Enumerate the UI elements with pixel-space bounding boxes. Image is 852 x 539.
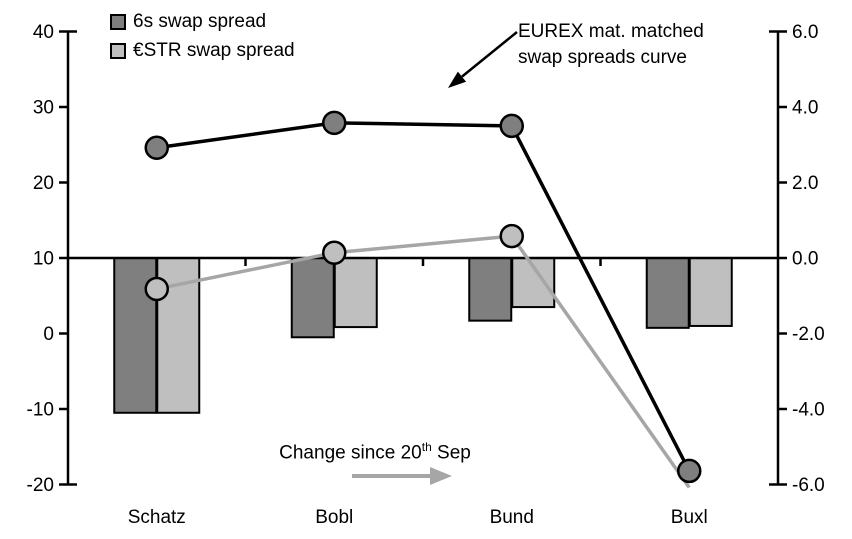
change-note-text: Change since 20 [279, 442, 422, 464]
left-axis-tick-label: -20 [27, 475, 54, 496]
marker-bund-1 [499, 113, 524, 139]
legend-swatch-6s-icon [110, 14, 126, 30]
legend-swatch-estr-icon [110, 43, 126, 59]
change-note: Change since 20th Sep [255, 440, 495, 464]
category-label-buxl: Buxl [671, 507, 708, 528]
right-axis-tick-label: 0.0 [792, 249, 818, 270]
left-axis-tick-label: 20 [33, 173, 54, 194]
right-axis-tick-label: -4.0 [792, 400, 825, 421]
marker-buxl-1 [677, 458, 702, 484]
bar-bobl-1 [333, 257, 378, 329]
bar-bund-0 [468, 257, 513, 322]
marker-schatz-0 [144, 276, 169, 302]
marker-bund-0 [499, 223, 524, 249]
legend: 6s swap spread €STR swap spread [110, 12, 295, 61]
legend-item-estr: €STR swap spread [110, 41, 295, 61]
change-note-sup: th [421, 440, 432, 454]
legend-item-6s: 6s swap spread [110, 12, 295, 32]
bar-buxl-0 [645, 257, 690, 329]
bar-bobl-0 [290, 257, 335, 339]
legend-label-6s: 6s swap spread [133, 11, 267, 32]
category-label-bund: Bund [490, 507, 534, 528]
line-series-1 [144, 110, 702, 484]
line-series-0 [144, 223, 691, 489]
left-axis-tick-label: 30 [33, 98, 54, 119]
right-axis-tick-label: -6.0 [792, 475, 825, 496]
left-axis-tick-label: 40 [33, 22, 54, 43]
marker-bobl-0 [322, 240, 347, 265]
marker-bobl-1 [322, 110, 347, 136]
left-axis-tick-label: -10 [27, 400, 54, 421]
curve-annotation: EUREX mat. matched swap spreads curve [518, 19, 704, 71]
left-axis-tick-label: 10 [33, 249, 54, 270]
right-axis-tick-label: 4.0 [792, 98, 818, 119]
change-note-arrow-icon [352, 467, 452, 485]
marker-schatz-1 [144, 135, 169, 161]
right-axis-tick-label: 6.0 [792, 22, 818, 43]
change-note-suffix: Sep [431, 442, 471, 464]
legend-label-estr: €STR swap spread [133, 40, 295, 61]
curve-annotation-line1: EUREX mat. matched [518, 21, 704, 42]
left-axis: 40 30 20 10 0 -10 -20 [27, 22, 77, 496]
right-axis-tick-label: -2.0 [792, 324, 825, 345]
category-label-bobl: Bobl [315, 507, 353, 528]
bar-buxl-1 [688, 257, 733, 327]
right-axis: 6.0 4.0 2.0 0.0 -2.0 -4.0 -6.0 [769, 22, 825, 496]
category-label-schatz: Schatz [128, 507, 186, 528]
curve-annotation-line2: swap spreads curve [518, 47, 687, 68]
curve-annotation-arrow-icon [448, 31, 518, 88]
left-axis-tick-label: 0 [43, 324, 54, 345]
right-axis-tick-label: 2.0 [792, 173, 818, 194]
